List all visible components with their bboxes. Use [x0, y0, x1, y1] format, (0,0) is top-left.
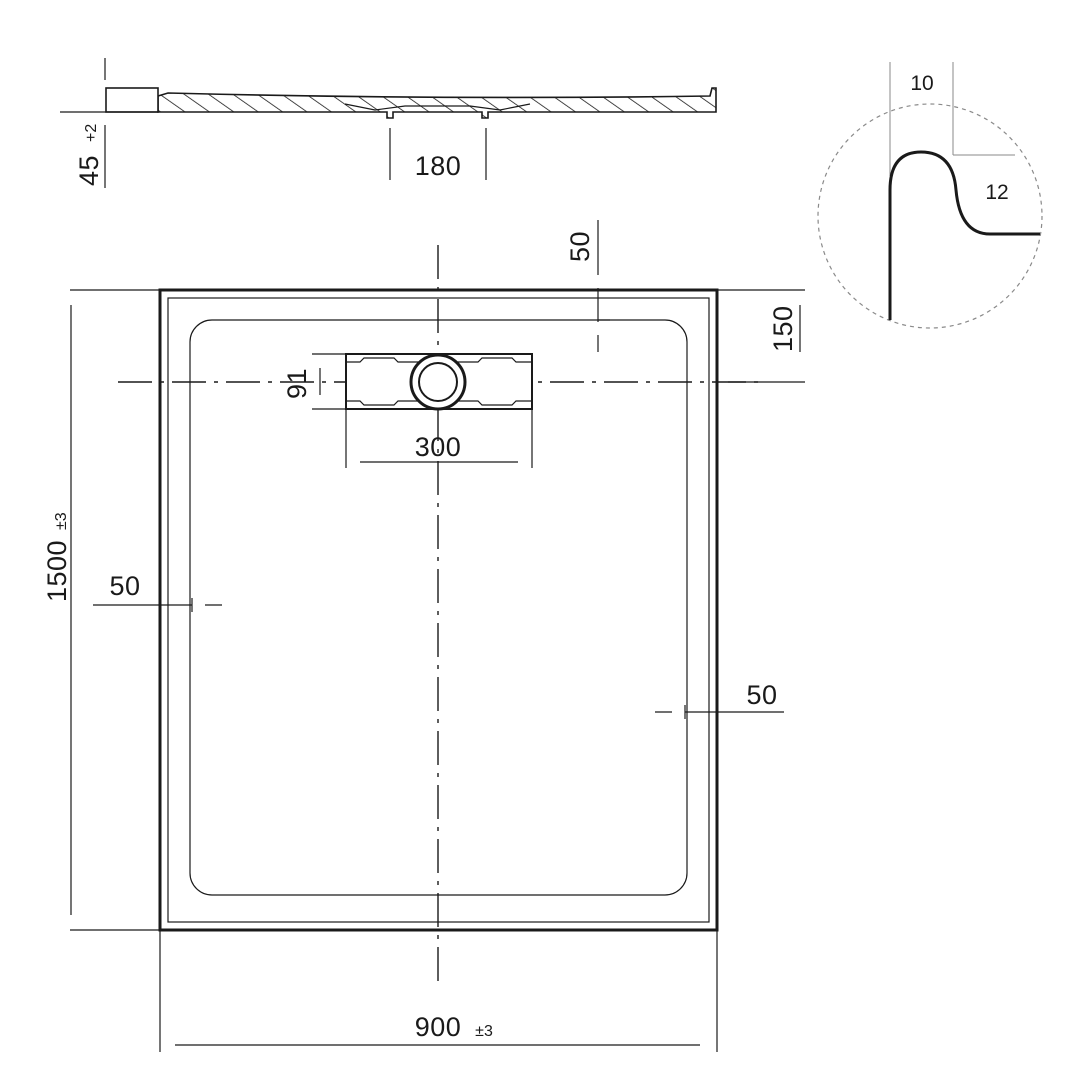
dim-detail-height: 12 — [985, 181, 1008, 204]
dim-detail-width: 10 — [910, 72, 933, 95]
dim-edge-right: 50 — [746, 680, 777, 710]
edge-profile-curve — [888, 150, 1040, 320]
dim-drain-length: 300 — [415, 432, 462, 462]
dim-drain-offset: 150 — [768, 305, 798, 352]
dim-edge-left: 50 — [109, 571, 140, 601]
side-profile-view: 45 +2 180 — [60, 58, 717, 188]
plan-view: 1500 ±3 900 ±3 50 150 91 300 50 — [42, 220, 805, 1052]
dim-edge-top: 50 — [565, 231, 595, 262]
dim-length: 1500 — [42, 540, 72, 602]
dim-width: 900 — [415, 1012, 462, 1042]
detail-circle — [817, 103, 1043, 329]
dim-drain-depth: 91 — [282, 368, 312, 399]
profile-drain-recess — [344, 103, 531, 111]
dim-width-tolerance: ±3 — [475, 1023, 493, 1040]
dim-drain-section-width: 180 — [415, 151, 462, 181]
dim-height: 45 — [74, 155, 104, 186]
dim-length-tolerance: ±3 — [53, 512, 70, 530]
dim-height-tolerance: +2 — [83, 124, 100, 142]
drain-channel — [345, 353, 533, 411]
edge-detail-view: 10 12 — [817, 62, 1043, 329]
tray-profile-section — [157, 87, 717, 119]
profile-left-rim — [105, 87, 159, 113]
